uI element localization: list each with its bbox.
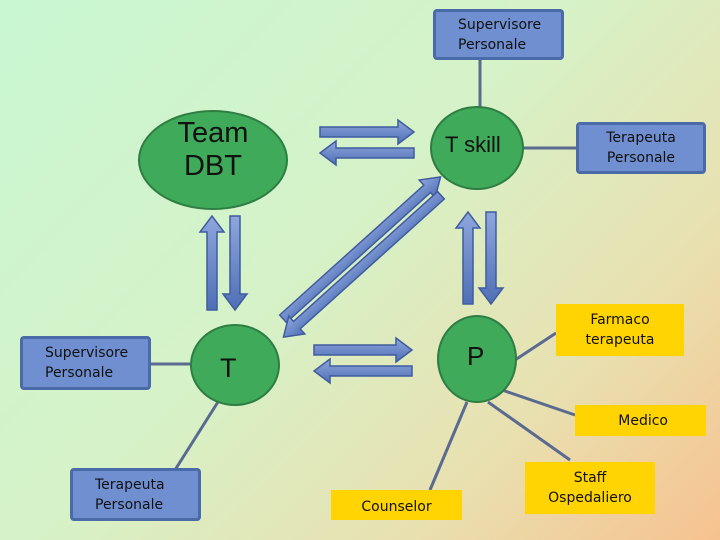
arrow-t-to-teamdbt (198, 214, 226, 311)
link-t-terapeuta-bottom (173, 393, 225, 471)
supervisore-left-label: Supervisore Personale (45, 345, 129, 381)
link-p-medico (501, 388, 576, 417)
farmaco-box: Farmaco terapeuta (556, 304, 684, 356)
p-label: P (467, 340, 485, 371)
team-dbt-circle: Team DBT (138, 110, 288, 210)
arrow-t-to-tskill (278, 175, 442, 324)
terapeuta-right-label: Terapeuta Personale (606, 130, 676, 166)
arrow-t-to-p (313, 336, 414, 364)
t-skill-circle: T skill (430, 106, 524, 190)
t-label: T (220, 352, 237, 383)
link-p-staff (487, 400, 571, 462)
link-p-farmaco (511, 331, 557, 364)
link-p-counselor (428, 401, 469, 491)
terapeuta-bottom-box: Terapeuta Personale (70, 468, 201, 521)
arrow-tskill-to-teamdbt (318, 139, 415, 167)
medico-box: Medico (575, 405, 706, 436)
farmaco-label: Farmaco terapeuta (585, 312, 655, 348)
p-circle: P (437, 315, 517, 403)
arrow-p-to-tskill (454, 210, 482, 305)
arrow-p-to-t (312, 357, 413, 385)
arrow-teamdbt-to-t (221, 215, 249, 312)
medico-label: Medico (618, 412, 668, 429)
supervisore-left-box: Supervisore Personale (20, 336, 151, 390)
staff-label: Staff Ospedaliero (548, 470, 632, 506)
arrow-tskill-to-t (282, 190, 446, 339)
supervisore-top-box: Supervisore Personale (433, 9, 564, 60)
staff-box: Staff Ospedaliero (525, 462, 655, 514)
team-dbt-label: Team DBT (177, 117, 249, 182)
counselor-label: Counselor (361, 499, 432, 515)
supervisore-top-label: Supervisore Personale (458, 16, 542, 53)
counselor-box: Counselor (331, 490, 462, 520)
arrow-tskill-to-p (477, 211, 505, 306)
terapeuta-right-box: Terapeuta Personale (576, 122, 706, 174)
arrow-teamdbt-to-tskill (319, 118, 416, 146)
terapeuta-bottom-label: Terapeuta Personale (95, 476, 165, 513)
t-circle: T (190, 324, 280, 406)
t-skill-label: T skill (445, 132, 501, 157)
